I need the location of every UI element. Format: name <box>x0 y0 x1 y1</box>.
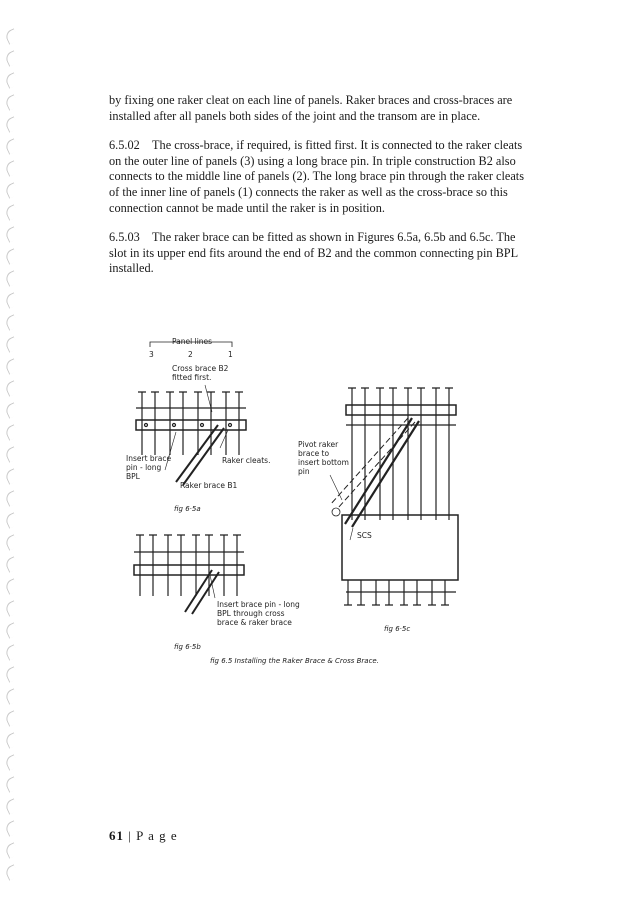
panel-lines-label: Panel lines <box>172 337 213 346</box>
page-label: | P a g e <box>124 828 178 843</box>
raker-cleats-label: Raker cleats. <box>222 456 271 465</box>
fig-6-5a-label: fig 6·5a <box>174 505 201 513</box>
panel-line-3: 3 <box>149 350 154 359</box>
paragraph-6-5-03: 6.5.03 The raker brace can be fitted as … <box>109 230 518 276</box>
fig-6-5b-panels <box>133 534 245 615</box>
insert-brace-pin-label: Insert brace pin - long BPL <box>126 454 172 481</box>
raker-brace-b1-label: Raker brace B1 <box>180 481 238 490</box>
fig-6-5c-label: fig 6·5c <box>384 625 411 633</box>
pivot-raker-label: Pivot raker brace to insert bottom pin <box>298 440 349 476</box>
scs-label: SCS <box>357 531 372 540</box>
body-text: by fixing one raker cleat on each line o… <box>109 93 533 291</box>
paragraph-continuation: by fixing one raker cleat on each line o… <box>109 93 513 123</box>
insert-brace-pin-cross-label: Insert brace pin - long BPL through cros… <box>217 600 300 627</box>
page-number: 61 <box>109 828 124 843</box>
panel-line-1: 1 <box>228 350 233 359</box>
paragraph-6-5-02: 6.5.02 The cross-brace, if required, is … <box>109 138 524 215</box>
cross-brace-note: Cross brace B2 fitted first. <box>172 364 229 382</box>
page-footer: 61 | P a g e <box>109 828 178 844</box>
fig-6-5a-panels <box>135 384 247 486</box>
panel-line-2: 2 <box>188 350 193 359</box>
fig-6-5b-label: fig 6·5b <box>174 643 201 651</box>
fig-6-5c-structure <box>329 387 459 606</box>
figure-caption: fig 6.5 Installing the Raker Brace & Cro… <box>210 657 379 665</box>
